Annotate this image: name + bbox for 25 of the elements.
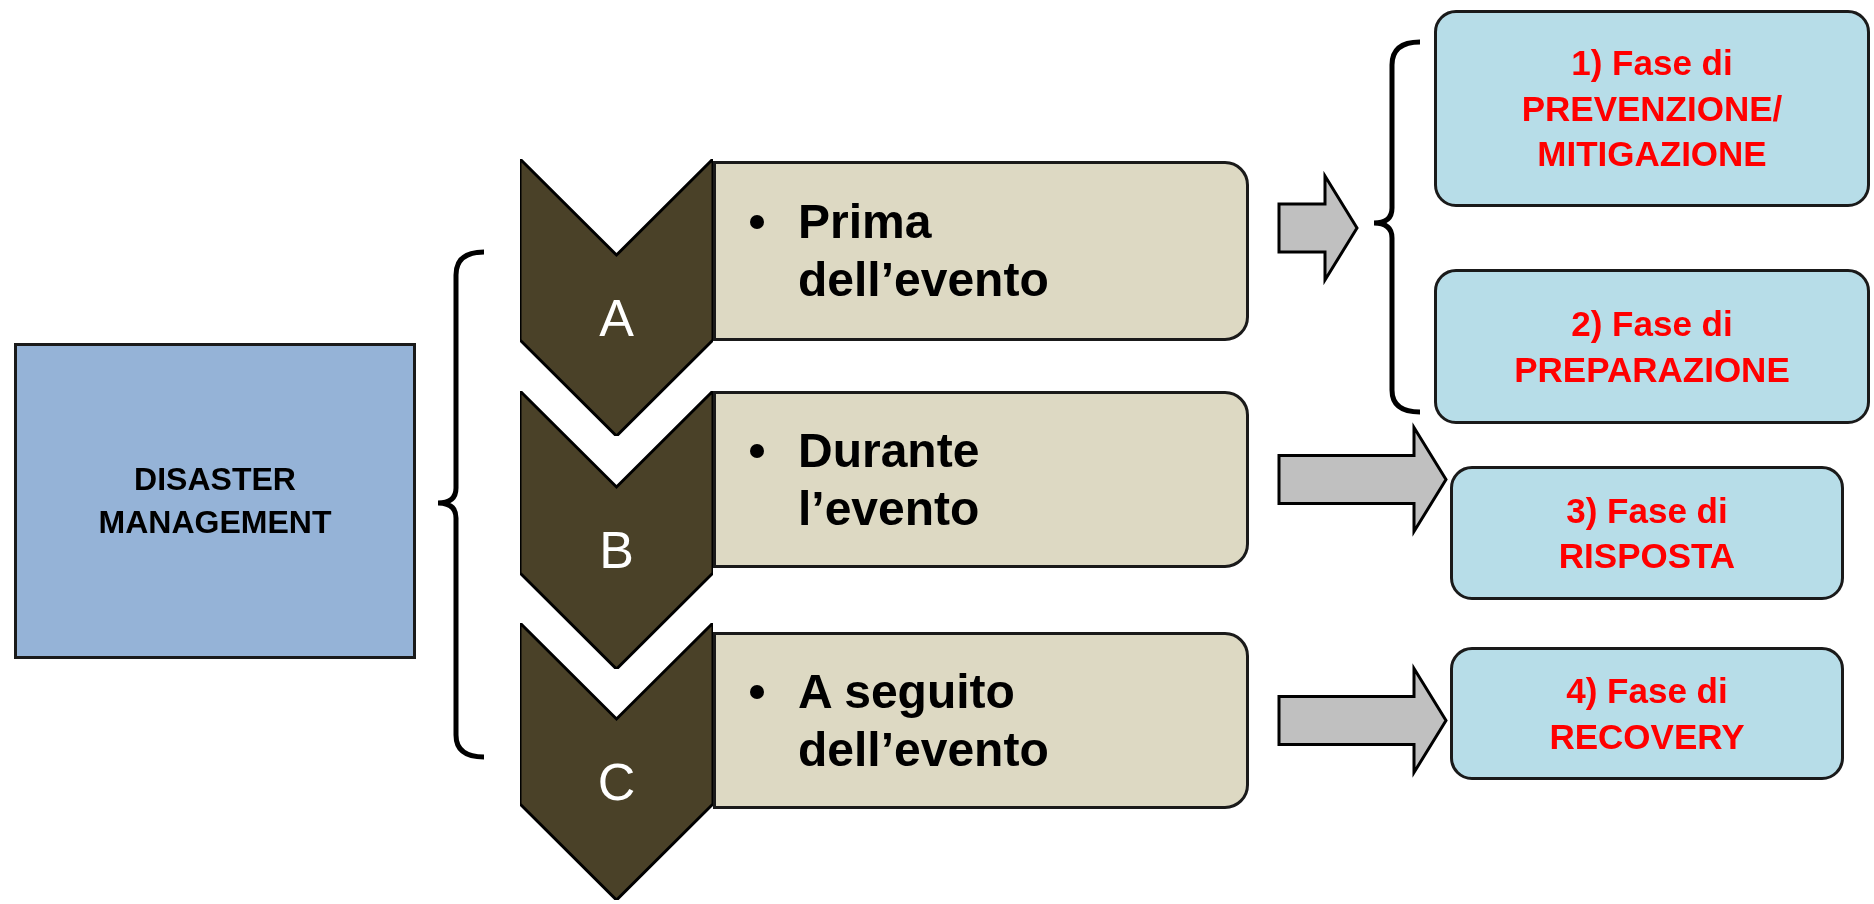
process-box [713, 391, 1249, 568]
process-box [14, 343, 416, 659]
process-box [713, 161, 1249, 341]
item-text: Prima dell’evento [798, 194, 1050, 308]
item-text: A seguito dell’evento [798, 663, 1050, 778]
block-arrow [1277, 422, 1448, 537]
block-arrow [1277, 663, 1448, 778]
process-box [713, 632, 1249, 809]
block-arrow [1277, 170, 1359, 286]
box-label: DISASTER MANAGEMENT [97, 459, 333, 542]
item-text: Durante l’evento [798, 422, 981, 537]
phase-box [1434, 269, 1870, 424]
phase-label: 2) Fase di PREPARAZIONE [1513, 303, 1791, 391]
phase-box [1434, 10, 1870, 207]
phase-box [1450, 466, 1844, 600]
phase-label: 4) Fase di RECOVERY [1548, 670, 1746, 758]
phase-label: 3) Fase di RISPOSTA [1557, 489, 1737, 577]
chevron-shape [520, 159, 713, 436]
chevron-shape [520, 391, 713, 669]
chevron-letter: C [597, 751, 636, 812]
chevron-shape [520, 623, 713, 900]
phase-label: 1) Fase di PREVENZIONE/ MITIGAZIONE [1520, 42, 1784, 176]
chevron-letter: A [599, 287, 634, 348]
phase-box [1450, 647, 1844, 780]
chevron-letter: B [599, 520, 634, 580]
